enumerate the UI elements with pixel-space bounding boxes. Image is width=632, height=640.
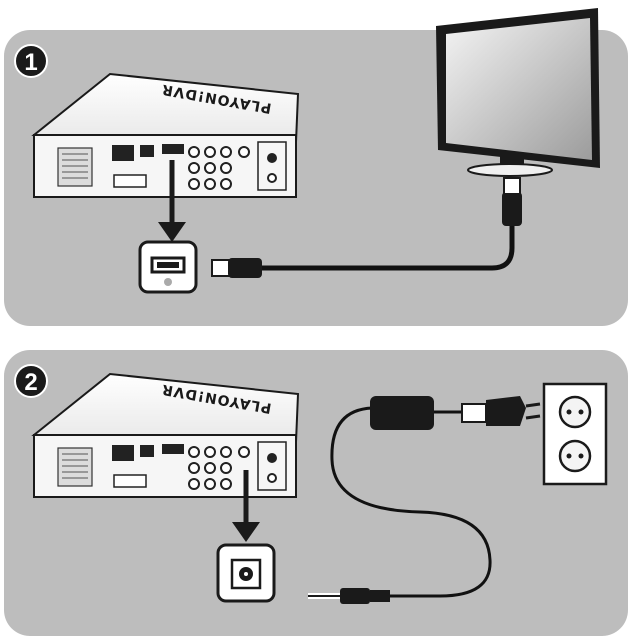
arrow-down-icon-2 (232, 470, 260, 542)
dc-port-zoom (216, 543, 276, 603)
step-1-badge: 1 (14, 44, 48, 78)
step-2-badge: 2 (14, 364, 48, 398)
tv-monitor-icon (436, 8, 600, 177)
hdmi-cable-icon (211, 177, 522, 278)
power-plug-icon (461, 396, 541, 426)
arrow-down-icon (158, 160, 186, 242)
hdmi-port-icon (162, 144, 184, 154)
power-adapter-icon (308, 396, 492, 604)
media-player-device-2: PLAYON!DVR (31, 372, 300, 498)
media-player-device-1: PLAYON!DVR (31, 72, 300, 198)
dc-power-port-icon (267, 453, 277, 463)
hdmi-port-zoom (138, 240, 198, 294)
power-outlet-icon (542, 382, 608, 486)
